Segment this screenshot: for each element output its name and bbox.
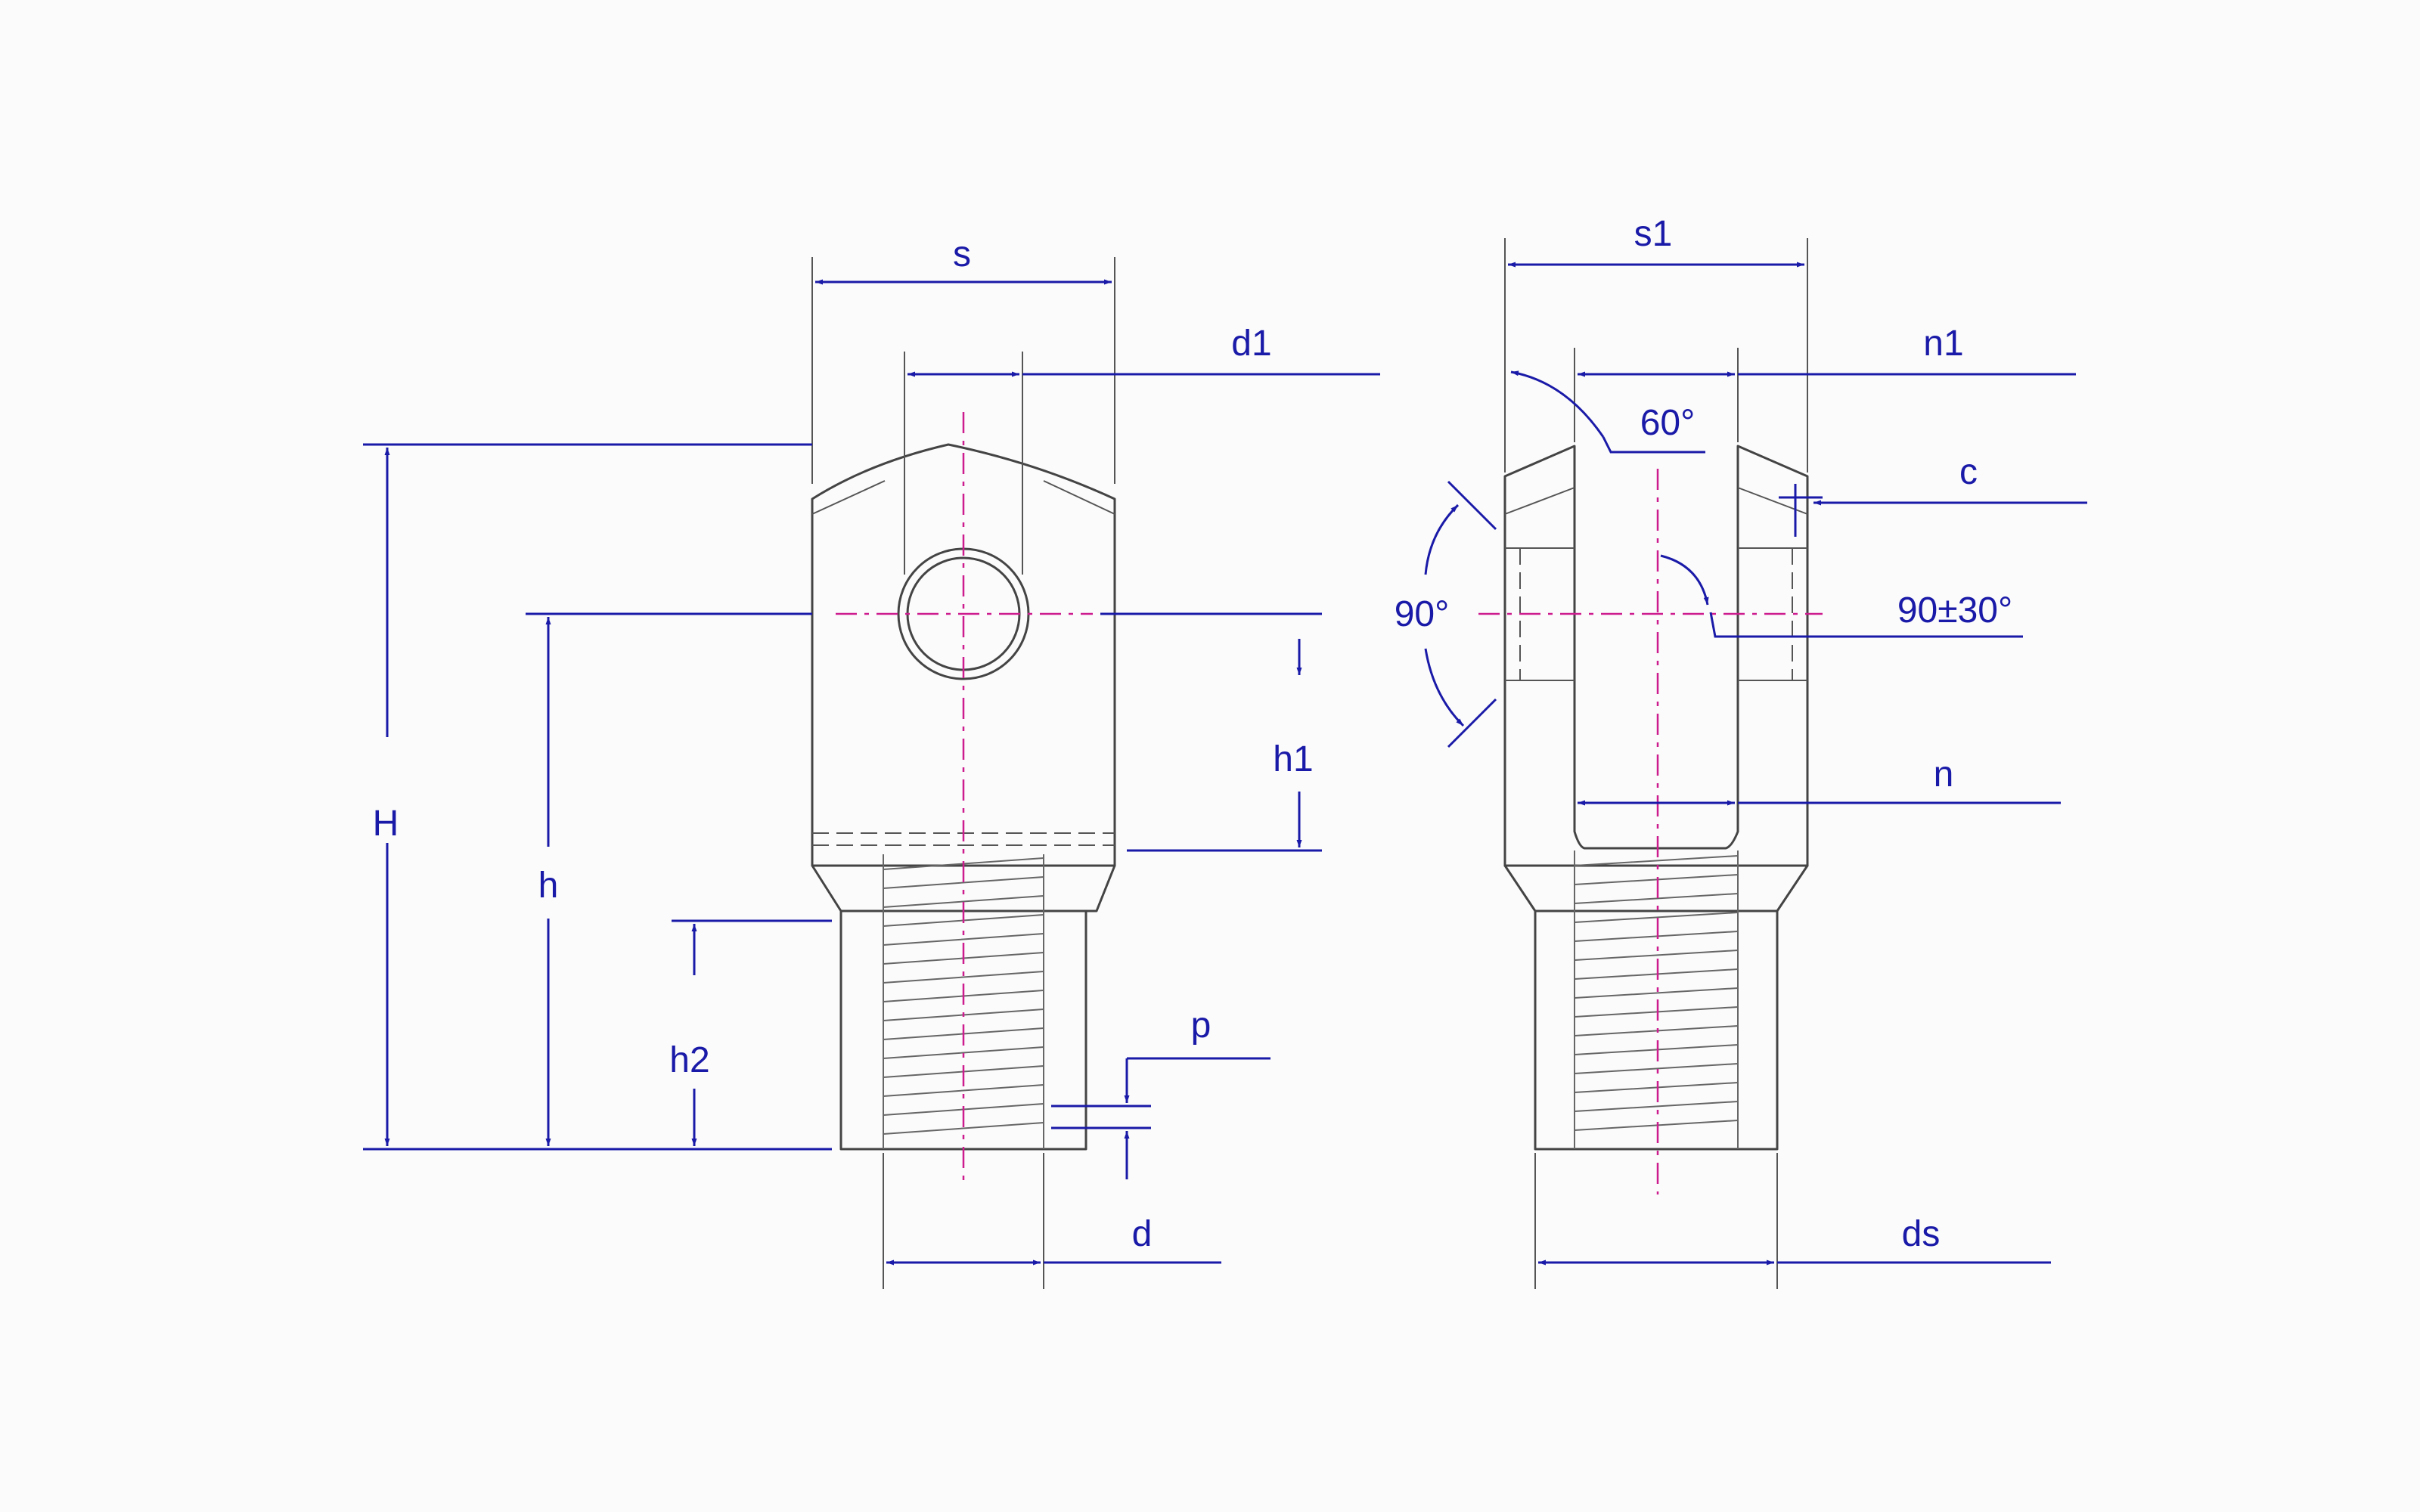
label-h2: h2 [669,1040,709,1080]
label-60deg: 60° [1640,403,1696,443]
dim-90-arc-bottom [1424,648,1465,727]
label-90-30deg: 90±30° [1897,590,2012,631]
fork-chamfer-left [1504,487,1575,515]
label-ds: ds [1902,1214,1941,1254]
label-h: h [538,866,559,906]
label-n: n [1934,754,1954,795]
label-d1: d1 [1231,324,1271,364]
label-h1: h1 [1273,739,1313,779]
label-c: c [1959,452,1978,492]
internal-thread-side [1574,850,1739,1149]
clevis-head-outline [811,443,1116,912]
dim-90-arc-top [1424,503,1460,575]
label-H: H [373,804,399,844]
label-90deg: 90° [1395,594,1450,634]
clevis-fork-outline [1503,445,1809,867]
dim-90-30-arc [1660,554,1709,606]
dim-60-arc [1510,370,1605,438]
front-view: s d1 H h h1 h2 p [363,234,1380,1289]
label-d: d [1132,1214,1153,1254]
label-n1: n1 [1923,324,1963,364]
label-s: s [953,234,971,274]
side-view: s1 n1 60° c 90° 90±30° n [1395,214,2087,1289]
label-s1: s1 [1634,214,1673,254]
label-p: p [1191,1005,1212,1046]
head-top-chamfer-left [811,480,886,515]
side-hidden-pin-hole [1505,547,1807,681]
head-top-chamfer-right [1043,480,1115,515]
side-neck-chamfer [1503,864,1809,912]
side-shank-outline [1534,909,1779,1151]
